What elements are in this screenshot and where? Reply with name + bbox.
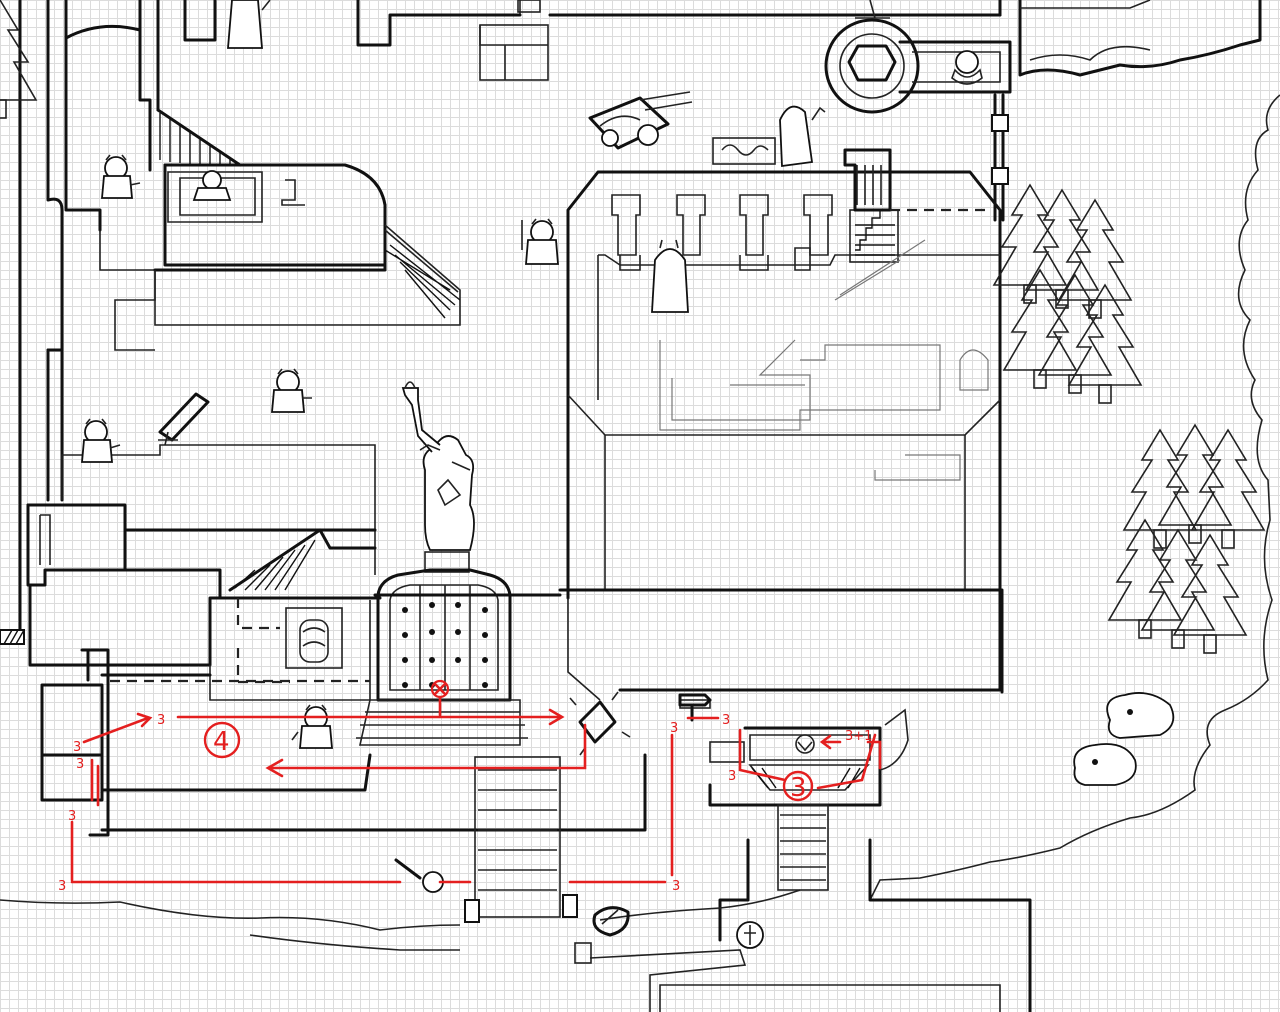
round-tower [824, 0, 1262, 222]
route-step-label: 3+1 [845, 729, 872, 744]
slime-creature-icon [1073, 692, 1175, 786]
route-step-label: 3 [157, 713, 165, 728]
central-hall [558, 148, 1004, 701]
torch-statue-icon [422, 435, 475, 551]
route-step-label: 3 [76, 757, 84, 772]
guard-4 [521, 218, 559, 265]
route-step-label: 3 [728, 769, 736, 784]
guard-3 [81, 418, 121, 463]
guard-2 [271, 368, 312, 413]
cart-area [479, 0, 826, 168]
route-step-label: 3 [73, 740, 81, 755]
route-step-label: 3 [672, 879, 680, 894]
cannon-icon [158, 392, 210, 446]
guard-creature-icon [955, 50, 979, 74]
columns [611, 194, 833, 271]
south-cliff [0, 858, 1001, 1012]
glowing-crystal-icon [569, 691, 631, 756]
cliff-edge [869, 94, 1280, 901]
area-number-label: 3 [790, 773, 807, 803]
guard-creature-icon [779, 105, 814, 168]
route-step-label: 3 [58, 879, 66, 894]
route-step-label: 3 [68, 809, 76, 824]
courtyard-buildings [0, 444, 647, 837]
route-annotations: 3 3 3 3 3 3 3 3 3 3+1 4 3 [58, 679, 882, 894]
route-number-label: 4 [213, 727, 230, 757]
route-step-label: 3 [722, 713, 730, 728]
shrine-emblem [795, 734, 815, 754]
route-step-label: 3 [670, 721, 678, 736]
guard-6 [651, 239, 689, 313]
statue-gate [356, 381, 578, 923]
guards [81, 0, 689, 749]
guard-7 [227, 0, 271, 49]
circled-x-icon [430, 679, 450, 717]
pine-tree-icon [0, 0, 1265, 654]
west-walls [0, 0, 1002, 642]
throne-figure [192, 170, 305, 206]
guard-1 [101, 154, 141, 199]
shrine [679, 699, 1032, 1012]
guard-5 [291, 704, 333, 749]
